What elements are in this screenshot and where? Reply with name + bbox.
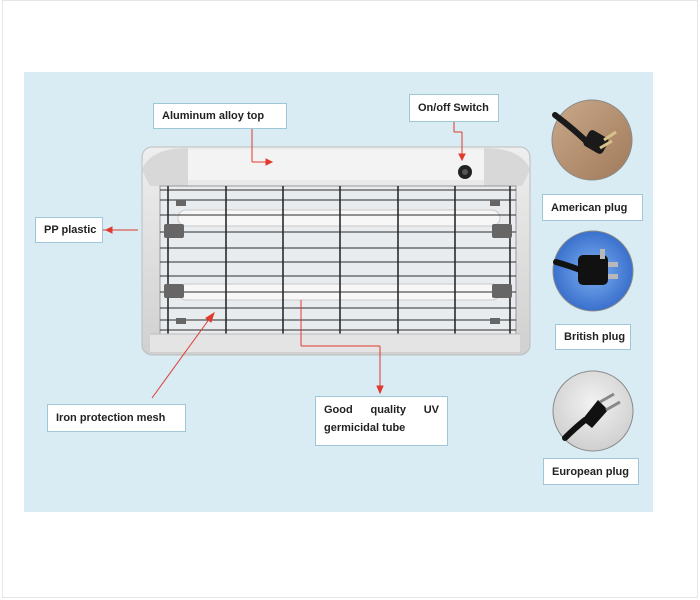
bug-zapper-device [141, 146, 531, 356]
label-text: Aluminum alloy top [162, 110, 265, 122]
label-text: Good quality UV germicidal tube [324, 404, 439, 434]
european-plug-image [552, 370, 634, 452]
label-text: British plug [564, 331, 626, 343]
label-british-plug: British plug [555, 324, 631, 350]
american-plug-image [551, 99, 633, 181]
label-text: European plug [552, 465, 629, 478]
label-iron-protection-mesh: Iron protection mesh [47, 404, 186, 432]
label-european-plug: European plug [543, 458, 639, 485]
label-text: Iron protection mesh [56, 412, 166, 424]
label-on-off-switch: On/off Switch [409, 94, 499, 122]
label-pp-plastic: PP plastic [35, 217, 103, 243]
label-text: PP plastic [44, 224, 97, 236]
pointer-lines [103, 122, 466, 399]
label-text: American plug [551, 201, 628, 214]
label-aluminum-alloy-top: Aluminum alloy top [153, 103, 287, 129]
label-american-plug: American plug [542, 194, 643, 221]
label-uv-germicidal-tube: Good quality UV germicidal tube [315, 396, 448, 446]
label-text: On/off Switch [418, 102, 489, 114]
british-plug-image [552, 230, 634, 312]
